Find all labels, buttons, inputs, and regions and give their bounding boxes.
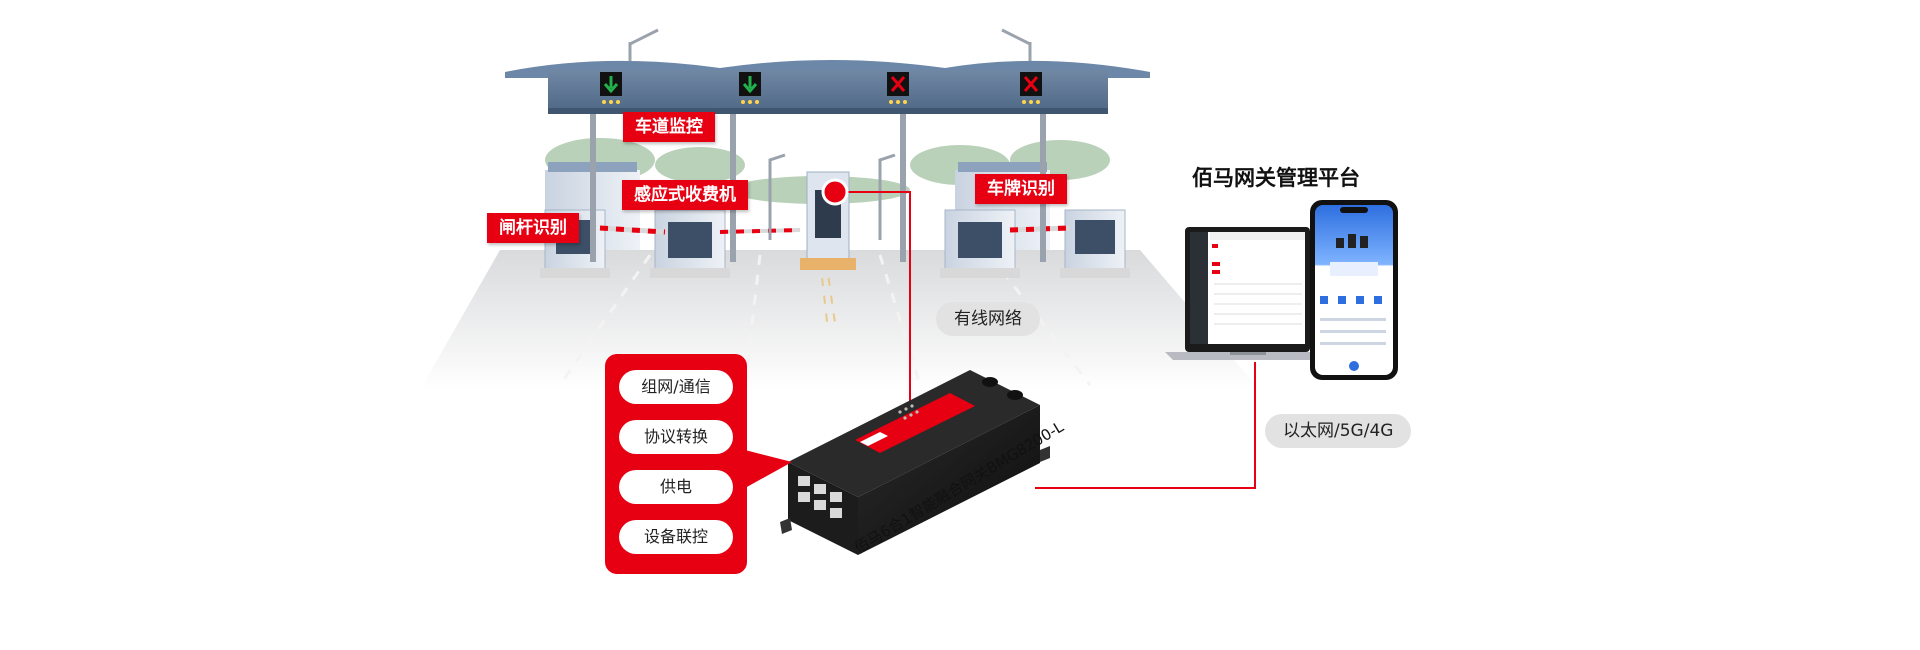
smart-gateway-device	[780, 370, 1050, 555]
ethernet-5g-4g-label: 以太网/5G/4G	[1265, 414, 1412, 448]
label-lane-monitor: 车道监控	[623, 112, 715, 142]
lane-signal-3	[887, 72, 909, 104]
wired-network-label: 有线网络	[936, 302, 1040, 336]
booth-right	[1060, 209, 1130, 278]
booth-center-left	[650, 209, 730, 278]
panel-pointer	[745, 450, 792, 488]
ethernet-5g-4g-line	[1035, 362, 1256, 489]
label-plate-recognition: 车牌识别	[975, 174, 1067, 204]
lane-markings-yellow	[819, 259, 837, 331]
function-power-supply: 供电	[619, 470, 733, 504]
connection-point	[821, 178, 849, 206]
lane-signal-4	[1020, 72, 1042, 104]
connection-lines	[835, 191, 1256, 489]
lane-signal-1	[600, 72, 622, 104]
function-device-linkage: 设备联控	[619, 520, 733, 554]
ethernet-ports	[798, 476, 842, 518]
smartphone	[1310, 200, 1398, 380]
toll-canopy	[505, 60, 1150, 114]
laptop	[1165, 227, 1330, 360]
function-protocol-conversion: 协议转换	[619, 420, 733, 454]
wired-network-line	[835, 191, 911, 420]
function-panel: 组网/通信 协议转换 供电 设备联控	[605, 354, 747, 574]
label-induction-toll-machine: 感应式收费机	[622, 180, 748, 210]
booth-center-right	[940, 209, 1020, 278]
function-networking: 组网/通信	[619, 370, 733, 404]
toll-plaza	[420, 28, 1260, 390]
lane-signal-2	[739, 72, 761, 104]
platform-title: 佰马网关管理平台	[1192, 166, 1360, 190]
label-gate-recognition: 闸杆识别	[487, 213, 579, 243]
